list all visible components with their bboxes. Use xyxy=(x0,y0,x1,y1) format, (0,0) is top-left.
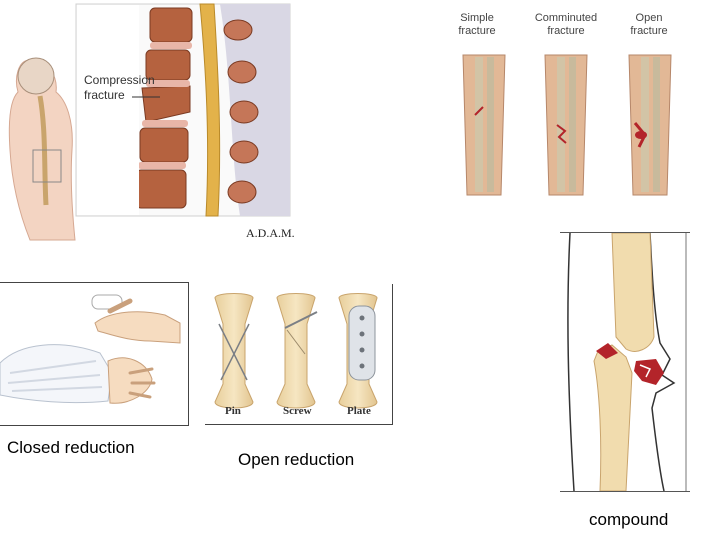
lower-bone-fragment xyxy=(594,345,632,491)
open-reduction-figure: Pin Screw Plate xyxy=(205,284,393,425)
open-reduction-caption: Open reduction xyxy=(238,450,354,470)
bone-plate xyxy=(339,294,377,409)
upper-hand xyxy=(92,295,180,343)
adam-logo: A.D.A.M. xyxy=(246,226,295,241)
bone-screw xyxy=(277,294,317,409)
leg-comminuted xyxy=(545,55,587,195)
leg-open xyxy=(629,55,671,195)
compound-caption: compound xyxy=(589,510,668,530)
closed-reduction-caption: Closed reduction xyxy=(7,438,135,458)
upper-bone-fragment xyxy=(612,233,654,351)
label-pin: Pin xyxy=(225,405,241,417)
compound-fracture-figure xyxy=(560,232,690,492)
label-open-fracture: Open fracture xyxy=(625,12,673,38)
fracture-types-figure: Simple fracture Comminuted fracture Open… xyxy=(445,5,685,220)
closed-reduction-figure xyxy=(0,282,189,426)
bone-pin xyxy=(215,294,253,409)
label-plate: Plate xyxy=(347,405,371,417)
leg-simple xyxy=(463,55,505,195)
cast-arm xyxy=(0,345,154,404)
compression-fracture-label: Compression fracture xyxy=(84,73,166,103)
spine-figure: Compression fracture A.D.A.M. xyxy=(0,0,310,245)
label-simple-fracture: Simple fracture xyxy=(453,12,501,38)
body-silhouette xyxy=(9,58,75,240)
label-comminuted-fracture: Comminuted fracture xyxy=(531,12,601,38)
label-screw: Screw xyxy=(283,405,312,417)
